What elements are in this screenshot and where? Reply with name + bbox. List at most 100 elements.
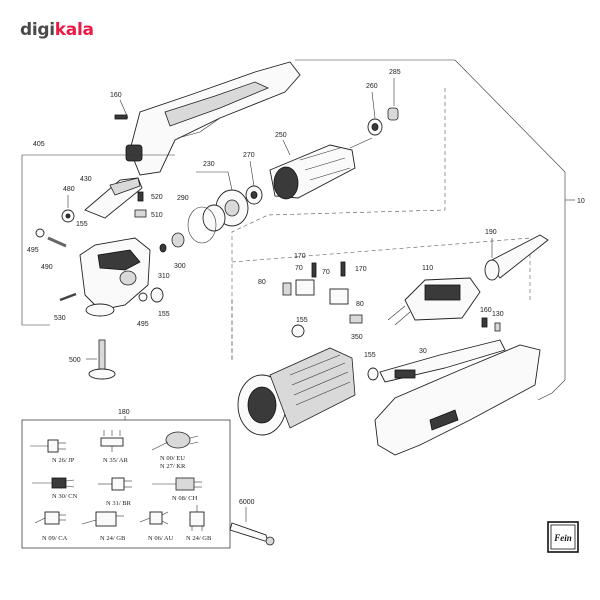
leader-260 [371,91,376,119]
screw-160b [481,317,488,328]
gear-head [79,237,151,317]
clip-310 [159,243,167,253]
plug-label-n26: N 26/ JP [52,457,75,464]
fan-230 [202,189,249,232]
switch-slider-30 [379,339,506,383]
plug-label-n24-a: N 24/ GB [100,535,126,542]
nut-510 [134,209,147,218]
plug-label-n24-b: N 24/ GB [186,535,212,542]
part-label-430: 430 [80,176,92,183]
logo-kala: kala [54,20,94,40]
armature-250 [269,137,373,200]
leader-250 [282,139,291,156]
plug-br-icon [98,477,132,491]
part-label-270: 270 [243,152,255,159]
part-label-500: 500 [69,357,81,364]
plug-label-n08: N 08/ CH [172,495,198,502]
spindle-500 [88,339,116,380]
bearing-155b [150,287,164,303]
part-label-155c: 155 [296,317,308,324]
leader-270 [249,160,255,187]
brush-holder-70b [329,261,349,305]
part-label-495a: 495 [27,247,39,254]
plug-gb-icon-a [81,511,124,527]
bracket-10-line [295,59,566,401]
part-label-285: 285 [389,69,401,76]
bearing-270 [245,185,263,205]
screw-160 [114,114,128,120]
washer-495b [138,292,148,302]
plug-label-n27: N 27/ KR [160,463,186,470]
bearing-260 [367,118,383,136]
washer-480 [61,209,75,223]
lower-housing [374,344,541,456]
pin-495a [35,228,45,238]
plug-label-n09: N 09/ CA [42,535,68,542]
stator-assembly [237,347,356,436]
screw-520 [137,191,144,202]
part-label-310: 310 [158,273,170,280]
o-ring-290 [187,206,217,244]
part-label-180: 180 [118,409,130,416]
dashed-axis-upper [231,88,446,360]
plug-au-icon [139,511,169,525]
part-label-30: 30 [419,348,427,355]
part-label-70b: 70 [322,269,330,276]
fein-logo-text: Fein [553,533,572,543]
part-label-170b: 170 [355,266,367,273]
part-label-490: 490 [41,264,53,271]
part-label-495b: 495 [137,321,149,328]
part-label-230: 230 [203,161,215,168]
part-label-480: 480 [63,186,75,193]
pin-490 [47,236,67,248]
brush-80b [349,314,363,324]
part-label-130: 130 [492,311,504,318]
part-label-110: 110 [422,265,433,272]
electronic-module-110 [387,277,481,326]
switch-130 [494,322,501,332]
part-label-155b: 155 [158,311,170,318]
part-label-405: 405 [33,141,45,148]
washer-155d [367,367,379,381]
plug-label-n30: N 30/ CN [52,493,78,500]
part-label-300: 300 [174,263,186,270]
plug-ch-icon [152,477,202,491]
part-label-155d: 155 [364,352,376,359]
part-label-6000: 6000 [239,499,255,506]
bushing-285 [387,107,399,121]
part-label-10: 10 [577,198,585,205]
part-label-510: 510 [151,212,163,219]
part-label-160b: 160 [480,307,492,314]
upper-housing [125,61,301,176]
washer-155c [291,324,305,338]
leader-230 [196,171,233,191]
plug-gb-icon-b [189,505,205,531]
digikala-logo: digikala [20,20,94,40]
part-label-80a: 80 [258,279,266,286]
part-label-160a: 160 [110,92,122,99]
grease-tube-6000 [229,522,275,546]
part-label-190: 190 [485,229,497,236]
part-label-70a: 70 [295,265,303,272]
plug-label-n35: N 35/ AR [103,457,129,464]
plug-jp-icon [30,439,66,453]
lever-430 [84,177,143,219]
plug-label-n31: N 31/ BR [106,500,132,507]
plug-ca-icon [34,511,66,525]
plug-label-n06: N 06/ AU [148,535,174,542]
plug-label-n00: N 00/ EU [160,455,185,462]
bearing-300 [171,232,185,248]
cable-sleeve-190 [484,234,549,281]
part-label-170a: 170 [294,253,306,260]
part-label-155a: 155 [76,221,88,228]
logo-digi: digi [20,20,55,40]
part-label-520: 520 [151,194,163,201]
part-label-250: 250 [275,132,287,139]
plug-cn-icon [32,477,75,489]
part-label-290: 290 [177,195,189,202]
part-label-350: 350 [351,334,363,341]
plug-options-box [21,419,231,549]
bracket-405 [21,155,50,326]
plug-eu-icon [151,431,199,451]
fein-logo: Fein [547,521,579,553]
